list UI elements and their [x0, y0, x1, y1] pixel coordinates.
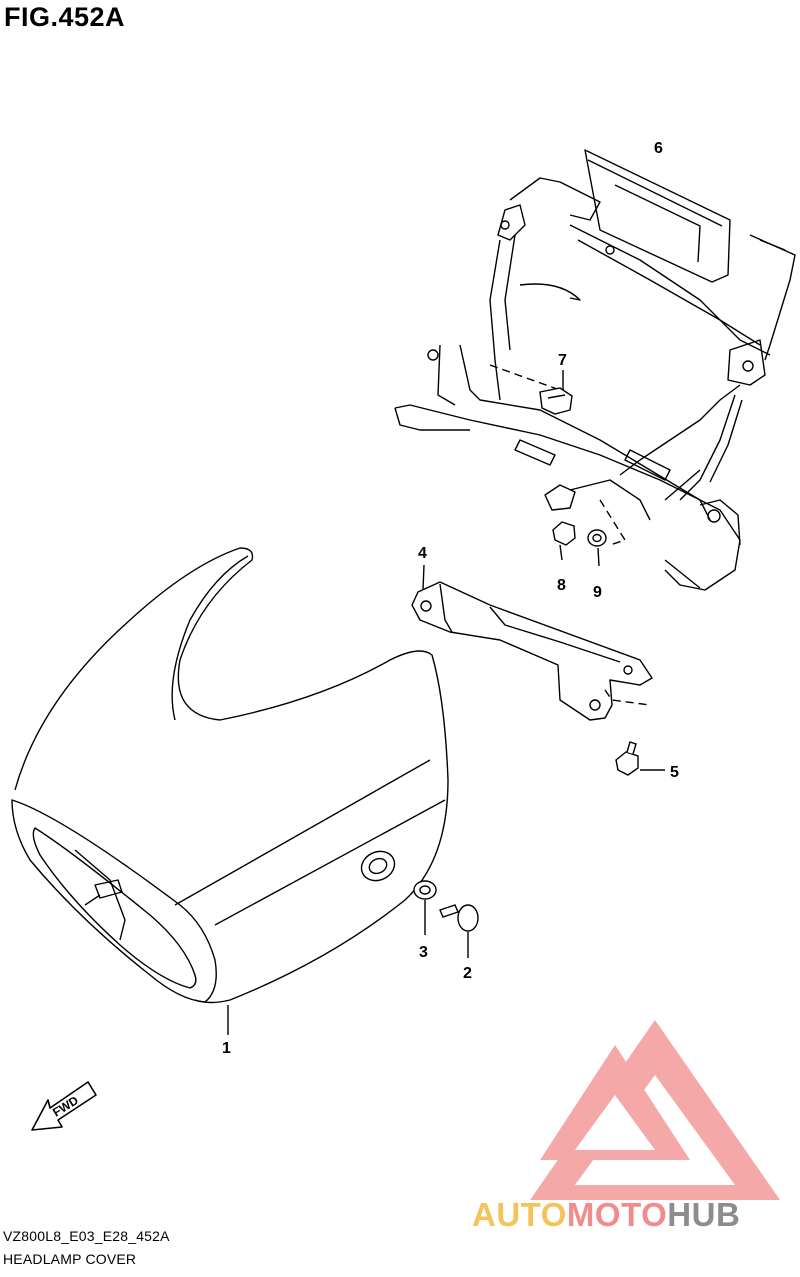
- callout-9: 9: [593, 584, 602, 601]
- watermark-logo-icon: [530, 1020, 780, 1200]
- watermark-part-hub: HUB: [667, 1196, 741, 1233]
- watermark-part-moto: MOTO: [566, 1196, 668, 1233]
- part-2-screw: [439, 904, 479, 958]
- part-6-bracket-frame: [394, 149, 796, 591]
- callout-3: 3: [419, 944, 428, 961]
- callout-8: 8: [557, 577, 566, 594]
- callout-7: 7: [558, 352, 567, 369]
- model-code: VZ800L8_E03_E28_452A: [3, 1228, 170, 1244]
- part-3-washer: [413, 880, 437, 935]
- watermark-text: AUTOMOTOHUB: [472, 1196, 740, 1234]
- callout-2: 2: [463, 965, 472, 982]
- callout-5: 5: [670, 764, 679, 781]
- part-5-bolt: [615, 741, 665, 776]
- assembly-name: HEADLAMP COVER: [3, 1251, 137, 1267]
- callout-labels: 1 2 3 4 5 6 7 8 9: [222, 140, 679, 1057]
- callout-1: 1: [222, 1040, 231, 1057]
- figure-title: FIG.452A: [4, 2, 126, 32]
- callout-4: 4: [418, 545, 427, 562]
- part-4-mounting-plate: [411, 564, 653, 721]
- part-1-headlamp-cover: [11, 547, 449, 1035]
- part-8-bolt: [552, 521, 576, 561]
- watermark-part-auto: AUTO: [472, 1196, 567, 1233]
- forward-arrow-icon: FWD: [31, 1081, 97, 1131]
- callout-6: 6: [654, 140, 663, 157]
- part-9-collar: [587, 529, 607, 567]
- part-7-clip: [539, 370, 573, 415]
